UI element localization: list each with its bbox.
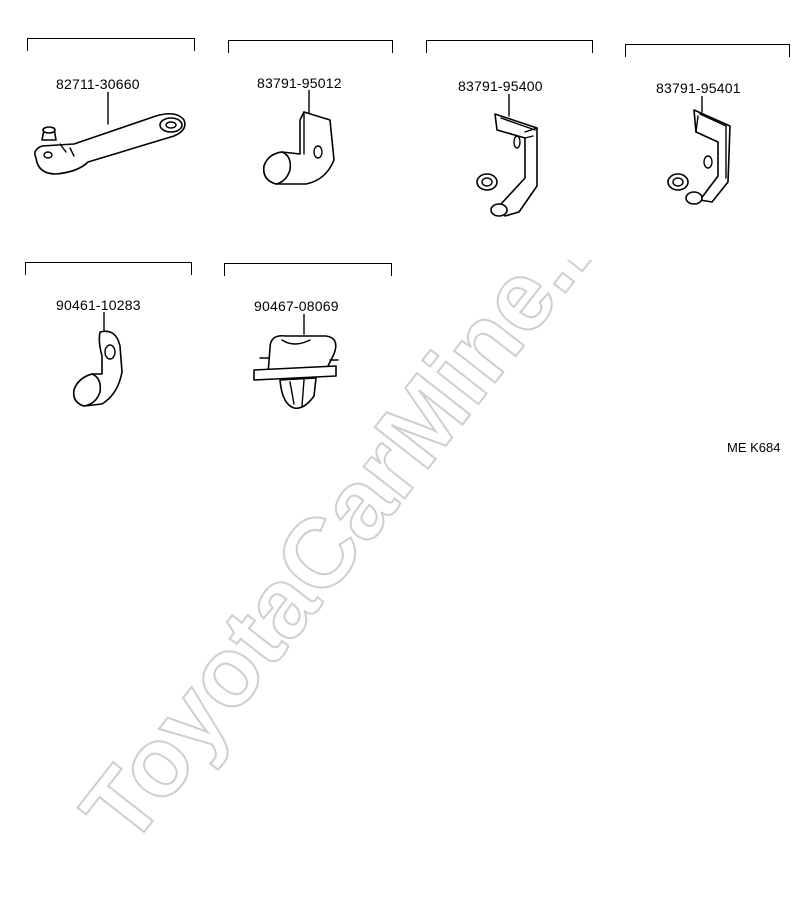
part-number-2: 83791-95012 (257, 75, 342, 91)
watermark-text: ToyotaCarMine.ru (60, 260, 655, 860)
reference-code: ME K684 (727, 440, 781, 455)
part-number-3: 83791-95400 (458, 78, 543, 94)
part-bracket-2 (228, 40, 393, 53)
wire-harness-clamp-bracket-icon (34, 92, 186, 175)
part-bracket-6 (224, 263, 392, 276)
part-number-6: 90467-08069 (254, 298, 339, 314)
part-bracket-5 (25, 262, 192, 275)
part-number-1: 82711-30660 (56, 76, 140, 92)
cable-clamp-icon (262, 90, 335, 185)
part-bracket-4 (625, 44, 790, 57)
bracket-clamp-icon (667, 96, 731, 205)
part-bracket-3 (426, 40, 593, 53)
bracket-clamp-icon (476, 94, 538, 217)
part-number-4: 83791-95401 (656, 80, 741, 96)
part-number-5: 90461-10283 (56, 297, 141, 313)
cable-clamp-icon (72, 312, 123, 407)
push-clip-icon (253, 314, 339, 410)
part-bracket-1 (27, 38, 195, 51)
